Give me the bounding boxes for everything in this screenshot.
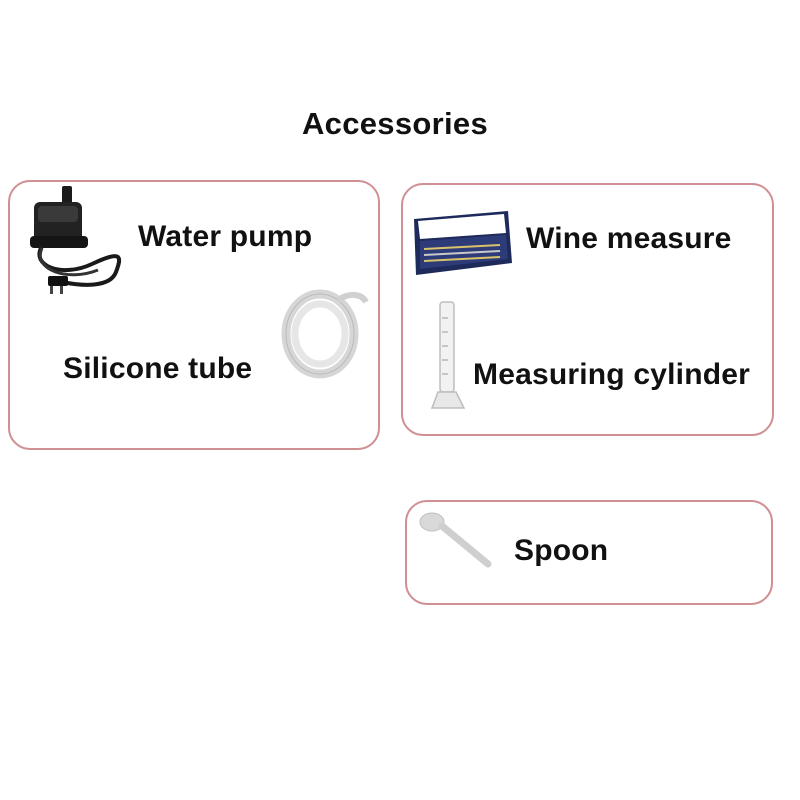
- silicone-tube-icon: [281, 289, 369, 379]
- spoon-icon: [419, 512, 492, 568]
- water-pump-label: Water pump: [138, 220, 313, 253]
- silicone-tube-label: Silicone tube: [63, 352, 253, 385]
- spoon-label: Spoon: [514, 534, 609, 567]
- measuring-cylinder-label: Measuring cylinder: [473, 358, 751, 391]
- water-pump-icon: [30, 186, 121, 294]
- wine-measure-label: Wine measure: [526, 222, 732, 255]
- measuring-cylinder-icon: [430, 301, 466, 409]
- accessory-card-spoon: [405, 500, 773, 605]
- accessory-card-right: [401, 183, 774, 436]
- page-title: Accessories: [302, 106, 488, 141]
- wine-measure-icon: [414, 211, 512, 275]
